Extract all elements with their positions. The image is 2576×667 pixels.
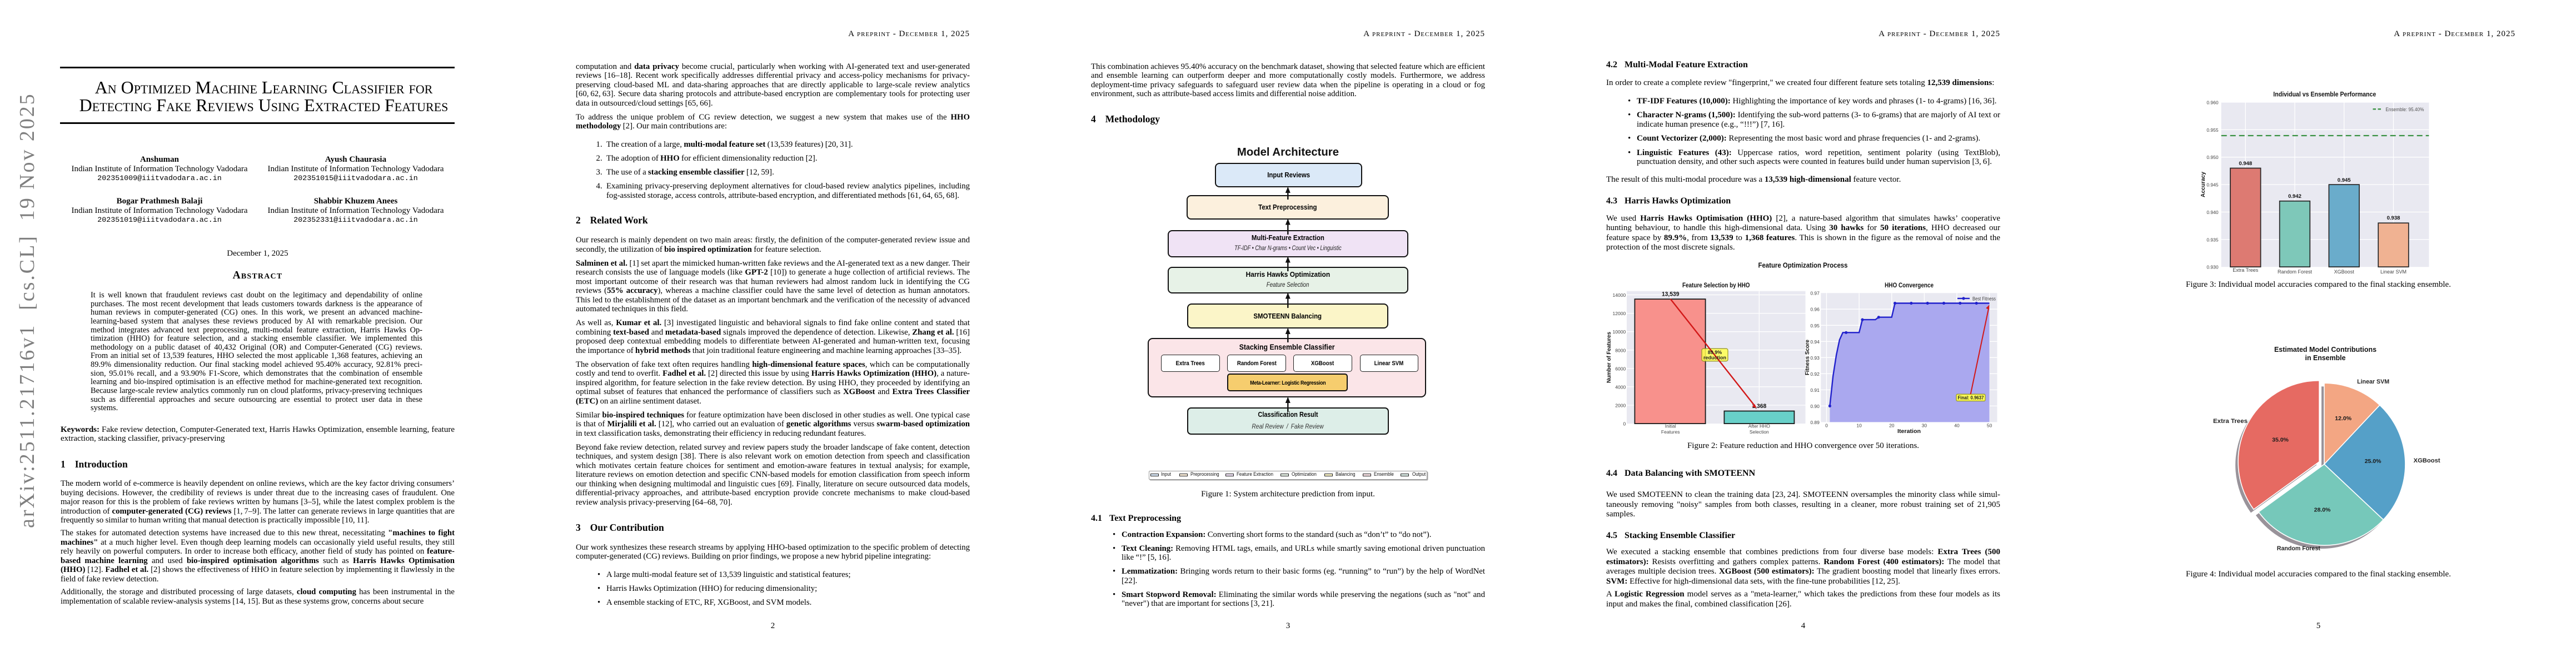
svg-text:0.942: 0.942 (2288, 193, 2301, 200)
svg-text:Extra Trees: Extra Trees (2233, 267, 2259, 273)
svg-text:in Ensemble: in Ensemble (2305, 354, 2346, 362)
svg-text:Initial: Initial (1665, 424, 1676, 429)
svg-text:Final: 0.9637: Final: 0.9637 (1958, 395, 1984, 401)
svg-text:Linear SVM: Linear SVM (2380, 269, 2406, 275)
svg-text:0.935: 0.935 (2206, 237, 2219, 242)
svg-text:0.950: 0.950 (2206, 155, 2219, 160)
svg-text:Feature Selection by HHO: Feature Selection by HHO (1682, 282, 1750, 289)
svg-text:0.94: 0.94 (1810, 339, 1820, 345)
svg-text:reduction: reduction (1703, 355, 1726, 361)
svg-text:0: 0 (1825, 423, 1828, 429)
svg-text:0.948: 0.948 (2239, 161, 2252, 167)
svg-text:Estimated Model Contributions: Estimated Model Contributions (2274, 346, 2376, 354)
svg-text:Individual vs Ensemble Perform: Individual vs Ensemble Performance (2273, 90, 2376, 98)
svg-text:Iteration: Iteration (1897, 429, 1921, 435)
svg-text:Fitness Score: Fitness Score (1805, 340, 1811, 375)
svg-text:Selection: Selection (1750, 429, 1769, 435)
svg-text:20: 20 (1889, 423, 1895, 429)
svg-text:0.89: 0.89 (1810, 420, 1820, 425)
svg-text:0.95: 0.95 (1810, 323, 1820, 328)
svg-text:Number of Features: Number of Features (1606, 332, 1612, 383)
svg-text:0.960: 0.960 (2206, 100, 2219, 106)
svg-text:1,368: 1,368 (1752, 403, 1766, 410)
svg-text:Best Fitness: Best Fitness (1972, 296, 1996, 301)
svg-text:28.0%: 28.0% (2314, 507, 2331, 514)
svg-text:25.0%: 25.0% (2365, 458, 2381, 465)
svg-text:XGBoost: XGBoost (2334, 269, 2355, 275)
svg-text:Feature Optimization Process: Feature Optimization Process (1758, 262, 1848, 270)
svg-text:Random Forest: Random Forest (2278, 269, 2313, 275)
svg-text:Extra Trees: Extra Trees (2213, 418, 2248, 425)
svg-text:30: 30 (1922, 423, 1927, 429)
svg-text:2000: 2000 (1615, 403, 1626, 409)
svg-text:0.940: 0.940 (2206, 210, 2219, 215)
svg-text:0.945: 0.945 (2338, 177, 2351, 183)
svg-text:0: 0 (1623, 421, 1626, 427)
svg-text:0.955: 0.955 (2206, 127, 2219, 133)
svg-text:0.90: 0.90 (1810, 404, 1820, 409)
svg-text:Random Forest: Random Forest (2277, 545, 2320, 552)
svg-text:XGBoost: XGBoost (2414, 457, 2440, 464)
svg-text:After HHO: After HHO (1748, 424, 1771, 429)
svg-text:0.945: 0.945 (2206, 182, 2219, 188)
svg-text:Ensemble: 95.40%: Ensemble: 95.40% (2385, 107, 2424, 113)
svg-text:40: 40 (1954, 423, 1960, 429)
svg-text:0.91: 0.91 (1810, 387, 1820, 393)
svg-text:Accuracy: Accuracy (2200, 172, 2206, 197)
svg-text:10000: 10000 (1613, 329, 1626, 335)
svg-text:50: 50 (1987, 423, 1992, 429)
svg-text:89.9%: 89.9% (1708, 350, 1722, 355)
svg-text:8000: 8000 (1615, 347, 1626, 353)
svg-text:10: 10 (1856, 423, 1862, 429)
svg-text:0.930: 0.930 (2206, 265, 2219, 270)
svg-text:0.97: 0.97 (1810, 291, 1820, 296)
svg-text:Linear SVM: Linear SVM (2357, 379, 2389, 385)
svg-text:12000: 12000 (1613, 311, 1626, 316)
svg-text:0.938: 0.938 (2387, 215, 2400, 221)
svg-text:0.96: 0.96 (1810, 307, 1820, 312)
svg-text:Features: Features (1661, 429, 1680, 435)
svg-text:35.0%: 35.0% (2272, 437, 2289, 444)
svg-text:12.0%: 12.0% (2335, 415, 2351, 422)
svg-text:4000: 4000 (1615, 384, 1626, 390)
svg-text:6000: 6000 (1615, 366, 1626, 371)
svg-text:13,539: 13,539 (1662, 291, 1680, 298)
svg-text:14000: 14000 (1613, 292, 1626, 298)
svg-text:0.93: 0.93 (1810, 355, 1820, 361)
svg-text:0.92: 0.92 (1810, 371, 1820, 377)
svg-text:HHO Convergence: HHO Convergence (1885, 282, 1934, 289)
